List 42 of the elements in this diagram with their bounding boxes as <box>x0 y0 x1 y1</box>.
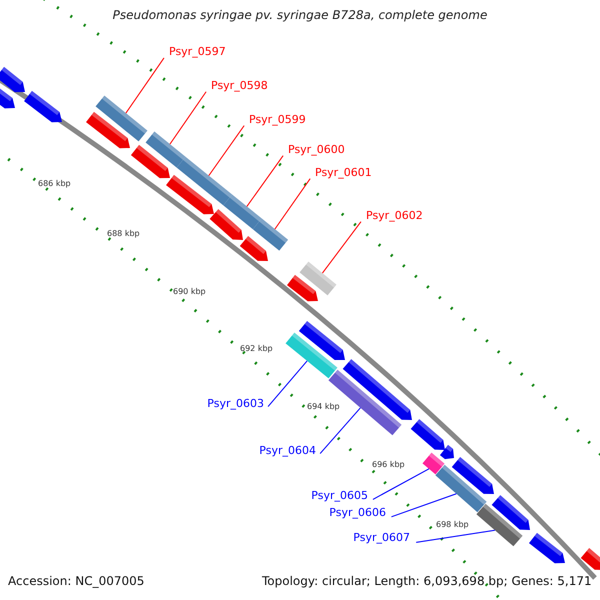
leader-line <box>274 178 311 230</box>
leader-line <box>268 360 308 408</box>
gene-feature-bar <box>476 504 523 546</box>
gene-label: Psyr_0605 <box>311 489 368 502</box>
scale-label: 688 kbp <box>107 229 140 238</box>
gene-feature-bar <box>176 156 232 206</box>
gene-label: Psyr_0601 <box>315 166 372 179</box>
gene-feature-bar <box>96 96 148 142</box>
leader-line <box>372 468 430 500</box>
gene-label: Psyr_0599 <box>249 113 306 126</box>
gene-feature-bar <box>146 132 186 168</box>
gene-feature-bar <box>252 218 288 251</box>
scale-label: 692 kbp <box>240 344 273 353</box>
leader-line <box>416 530 496 543</box>
gene-label: Psyr_0603 <box>207 397 264 410</box>
gene-feature-bar <box>300 262 336 296</box>
gene-feature-bar <box>435 464 487 512</box>
info-text: Topology: circular; Length: 6,093,698 bp; Genes: 5,171 <box>262 574 592 588</box>
diagram-title: Pseudomonas syringae pv. syringae B728a, complete genome <box>112 8 488 22</box>
leader-line <box>246 155 284 207</box>
scale-label: 690 kbp <box>173 287 206 296</box>
leader-line <box>322 221 362 274</box>
scale-label: 694 kbp <box>307 402 340 411</box>
scale-label: 686 kbp <box>38 179 71 188</box>
leader-line <box>125 57 164 114</box>
gene-feature-bar <box>286 332 338 378</box>
gene-label: Psyr_0606 <box>329 506 386 519</box>
gene-label: Psyr_0597 <box>169 45 226 58</box>
leader-line <box>208 125 245 176</box>
gene-label: Psyr_0598 <box>211 79 268 92</box>
gene-label: Psyr_0607 <box>353 531 410 544</box>
leader-line <box>320 407 361 454</box>
scale-label: 698 kbp <box>436 520 469 529</box>
leader-line <box>390 493 457 518</box>
info-text: Accession: NC_007005 <box>8 574 144 588</box>
scale-label: 696 kbp <box>372 460 405 469</box>
gene-label: Psyr_0600 <box>288 143 345 156</box>
gene-feature-bar <box>223 194 262 230</box>
gene-label: Psyr_0602 <box>366 209 423 222</box>
gene-feature-bar <box>422 452 445 474</box>
gene-label: Psyr_0604 <box>259 444 316 457</box>
leader-line <box>169 91 207 145</box>
